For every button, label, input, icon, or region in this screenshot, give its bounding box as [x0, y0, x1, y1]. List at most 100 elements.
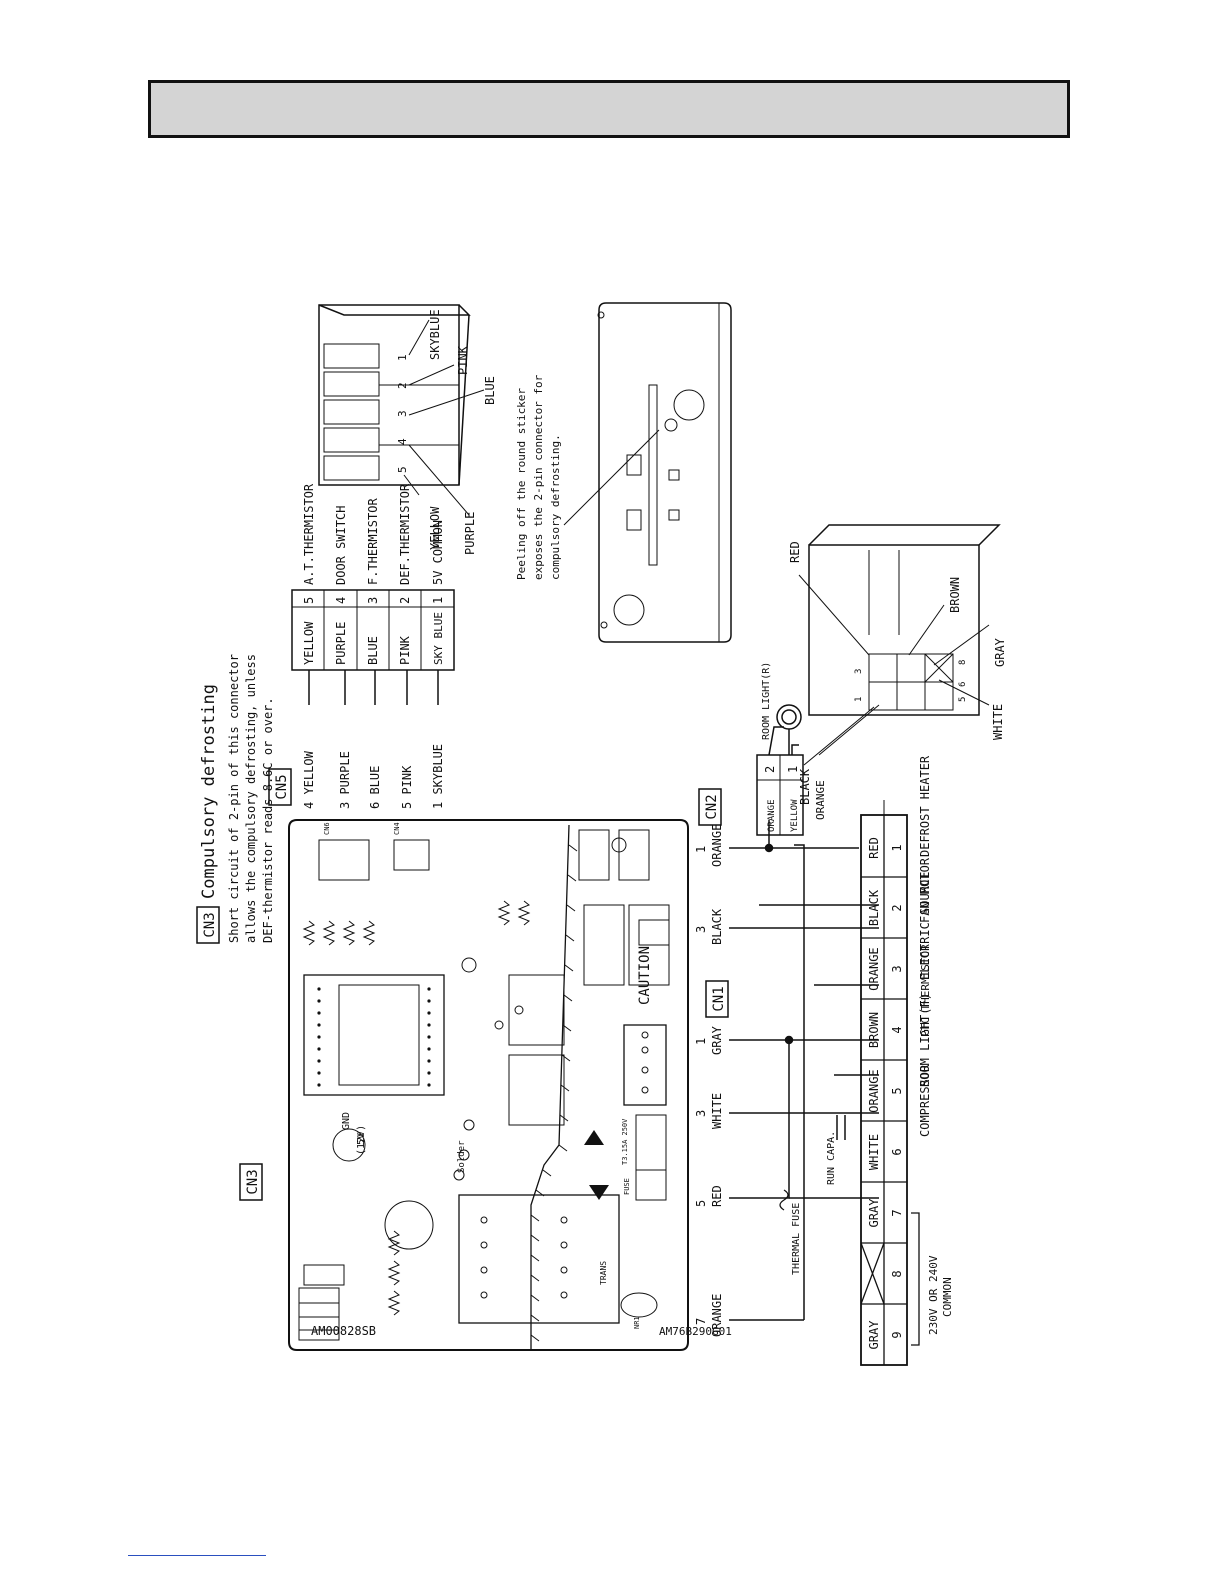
cn5-callout-yellow: YELLOW — [428, 506, 442, 550]
cn1-term-1-pin: 1 — [890, 844, 904, 851]
cn1-func-compressor: COMPRESSOR — [918, 1064, 932, 1137]
cn5-row-3-color: BLUE — [366, 636, 380, 665]
cn2-pin-1-number: 1 — [786, 766, 800, 773]
cn5-wire-4: 5 PINK — [400, 765, 414, 809]
solder-label: Solder — [457, 1140, 467, 1173]
cn5-wire-5: 1 SKYBLUE — [431, 744, 445, 809]
cn2-pin-2-color: ORANGE — [767, 799, 777, 832]
fuse-label: FUSE — [623, 1178, 631, 1195]
cn5-row-4-color: PINK — [398, 635, 412, 665]
cn1-wiring: 1 ORANGE 3 BLACK 1 GRAY 3 WHITE 5 RED 7 … — [694, 524, 1007, 1366]
five-v-label: 5V — [356, 1133, 367, 1145]
cn1-wire-2-pin: 3 — [694, 926, 708, 933]
sticker-note-3: compulsory defrosting. — [549, 434, 562, 580]
cn5-row-2-color: PURPLE — [334, 622, 348, 665]
cn1-conn-callout-brown: BROWN — [948, 577, 962, 613]
cn1-label: CN1 — [711, 986, 727, 1011]
cn5-row-3-function: F.THERMISTOR — [366, 498, 380, 585]
cn3-note-line-2: allows the compulsory defrosting, unless — [244, 654, 258, 943]
cn5-wire-1: 4 YELLOW — [302, 750, 316, 809]
cn5-row-3-pin: 3 — [366, 597, 380, 604]
cn3-heading-box-label: CN3 — [202, 912, 218, 937]
cn5-row-5-color: SKY BLUE — [432, 612, 445, 665]
cn1-func-electric-source: ELECTRIC SOURCE — [918, 872, 932, 980]
cn2-label: CN2 — [704, 794, 720, 819]
cn6-label: CN6 — [323, 822, 331, 835]
cn1-wire-1-color: ORANGE — [710, 824, 724, 867]
cn5-wire-2: 3 PURPLE — [338, 751, 352, 809]
cn3-label: CN3 — [245, 1169, 261, 1194]
sticker-note-1: Peeling off the round sticker — [515, 388, 528, 580]
cn5-row-1-function: A.T.THERMISTOR — [302, 483, 316, 585]
gnd-label: GND — [341, 1112, 352, 1130]
cn1-wire-6-pin: 7 — [694, 1318, 708, 1325]
cn5-row-5-function: 5V COMMON — [431, 520, 445, 585]
bottom-rule — [128, 1555, 266, 1556]
cn1-conn-pin-3: 3 — [854, 669, 864, 674]
cn1-term-5-pin: 5 — [890, 1087, 904, 1094]
cn1-wire-4-pin: 3 — [694, 1110, 708, 1117]
nr1-label: NR1 — [633, 1316, 641, 1329]
cn1-conn-callout-black: BLACK — [798, 768, 812, 805]
cn3-heading: CN3 Compulsory defrosting Short circuit … — [196, 654, 275, 1201]
cn1-wire-1-pin: 1 — [694, 846, 708, 853]
cn3-note-line-1: Short circuit of 2-pin of this connector — [227, 654, 241, 943]
caution-label: CAUTION — [637, 946, 653, 1005]
cn4-label: CN4 — [393, 822, 401, 835]
cn5-row-4-pin: 2 — [398, 597, 412, 604]
cn1-conn-pin-8: 8 — [958, 660, 968, 665]
cn5-conn-pin-5: 5 — [396, 466, 409, 473]
cn1-term-2-color: BLACK — [867, 889, 881, 926]
cn1-term-9-color: GRAY — [867, 1320, 881, 1350]
cn1-term-7-pin: 7 — [890, 1209, 904, 1216]
cn5-conn-pin-4: 4 — [396, 438, 409, 445]
cn3-note-line-3: DEF-thermistor reads 8.6C or over. — [261, 697, 275, 943]
cn5-row-4-function: DEF.THERMISTOR — [398, 483, 412, 585]
cn5-label: CN5 — [274, 774, 290, 799]
cn5-row-1-color: YELLOW — [302, 621, 316, 665]
cn1-conn-callout-gray: GRAY — [993, 637, 1007, 667]
trans-label: TRANS — [599, 1261, 608, 1285]
room-light-r-label: ROOM LIGHT(R) — [761, 662, 772, 740]
cn5-row-5-pin: 1 — [431, 597, 445, 604]
cn1-func-defrost-heater: DEFROST HEATER — [918, 755, 932, 857]
cn1-conn-pin-6: 6 — [958, 682, 968, 687]
sticker-note-2: exposes the 2-pin connector for — [532, 374, 545, 580]
cn5-row-1-pin: 5 — [302, 597, 316, 604]
part-number-top: AM00828SB — [311, 1324, 376, 1338]
cn5-callout-blue: BLUE — [483, 376, 497, 405]
cn1-func-room-light-f: ROOM LIGHT(F) — [918, 993, 932, 1087]
cn1-term-4-pin: 4 — [890, 1026, 904, 1033]
cn5-callout-skyblue: SKYBLUE — [428, 309, 442, 360]
cn1-term-7-color: GRAY — [867, 1198, 881, 1228]
cn1-conn-pin-1: 1 — [854, 697, 864, 702]
cn1-conn-callout-orange: ORANGE — [814, 780, 827, 820]
cn5-section: CN5 4 YELLOW 3 PURPLE 6 BLUE 5 PINK 1 SK… — [268, 304, 497, 809]
cn3-title: Compulsory defrosting — [199, 684, 219, 899]
cn1-term-1-color: RED — [867, 837, 881, 859]
cn2-pin-2-number: 2 — [763, 766, 777, 773]
thermal-fuse-label: THERMAL FUSE — [791, 1203, 802, 1275]
fuse-rating: T3.15A 250V — [621, 1118, 629, 1165]
cn2-pin-1-color: YELLOW — [790, 799, 800, 832]
cn5-callout-purple: PURPLE — [463, 512, 477, 555]
cn1-wire-5-pin: 5 — [694, 1200, 708, 1207]
cn5-wire-3: 6 BLUE — [368, 766, 382, 809]
sticker-section: Peeling off the round sticker exposes th… — [515, 302, 732, 643]
cn1-func-ptc-thermistor: PTC THERMISTOR — [919, 944, 932, 1037]
cn1-term-3-color: ORANGE — [867, 947, 881, 990]
cn1-term-2-pin: 2 — [890, 904, 904, 911]
cn1-term-5-color: ORANGE — [867, 1069, 881, 1112]
cn1-term-3-pin: 3 — [890, 965, 904, 972]
cn1-term-9-pin: 9 — [890, 1331, 904, 1338]
cn5-conn-pin-3: 3 — [396, 410, 409, 417]
pcb-board: TRANS FUSE T3.15A 250V NR1 — [288, 819, 732, 1351]
common-voltage-line-2: COMMON — [941, 1277, 954, 1317]
cn5-conn-pin-1: 1 — [396, 354, 409, 361]
cn5-conn-pin-2: 2 — [396, 382, 409, 389]
cn1-conn-callout-white: WHITE — [991, 704, 1005, 740]
cn1-wire-3-color: GRAY — [710, 1025, 724, 1055]
cn1-term-4-color: BROWN — [867, 1012, 881, 1048]
